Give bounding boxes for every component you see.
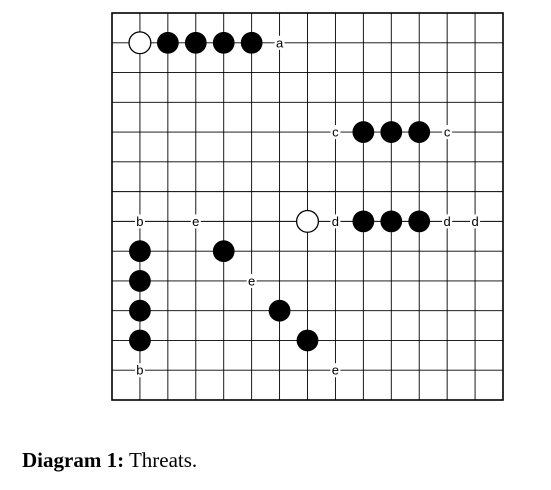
black-stone xyxy=(129,270,151,292)
caption-text: Threats. xyxy=(128,448,198,472)
label-backdrop xyxy=(134,363,145,378)
black-stone xyxy=(408,121,431,143)
black-stone xyxy=(129,329,151,352)
point-label: a xyxy=(276,35,284,50)
black-stone xyxy=(408,210,431,233)
label-backdrop xyxy=(442,214,453,229)
black-stone xyxy=(129,240,151,263)
black-stone xyxy=(184,31,207,54)
black-stone xyxy=(352,121,375,143)
black-stone xyxy=(352,210,375,233)
label-backdrop xyxy=(246,273,257,288)
diagram-caption: Diagram 1: Threats. xyxy=(22,448,197,473)
point-label: d xyxy=(444,214,451,229)
label-backdrop xyxy=(190,214,201,229)
label-backdrop xyxy=(134,214,145,229)
label-backdrop xyxy=(330,125,341,140)
black-stone xyxy=(240,31,263,54)
label-backdrop xyxy=(470,214,481,229)
black-stone xyxy=(380,121,403,143)
black-stone xyxy=(268,299,291,322)
label-backdrop xyxy=(442,125,453,140)
black-stone xyxy=(296,329,319,352)
point-label: c xyxy=(444,125,451,140)
caption-label: Diagram 1: xyxy=(22,448,125,472)
point-label: e xyxy=(332,363,339,378)
point-label: d xyxy=(471,214,478,229)
black-stone xyxy=(212,240,235,263)
label-backdrop xyxy=(330,363,341,378)
point-label: e xyxy=(248,273,255,288)
point-label: c xyxy=(332,125,339,140)
black-stone xyxy=(129,299,151,322)
point-label: d xyxy=(332,214,339,229)
white-stone xyxy=(295,209,320,233)
point-label: e xyxy=(192,214,199,229)
black-stone xyxy=(380,210,403,233)
point-label: b xyxy=(136,214,143,229)
white-stone xyxy=(128,31,152,55)
black-stone xyxy=(156,31,179,54)
label-backdrop xyxy=(274,35,285,50)
point-label: b xyxy=(136,363,143,378)
label-backdrop xyxy=(330,214,341,229)
black-stone xyxy=(212,31,235,54)
threats-board-diagram: a c c b e d d d e b e xyxy=(111,12,504,401)
